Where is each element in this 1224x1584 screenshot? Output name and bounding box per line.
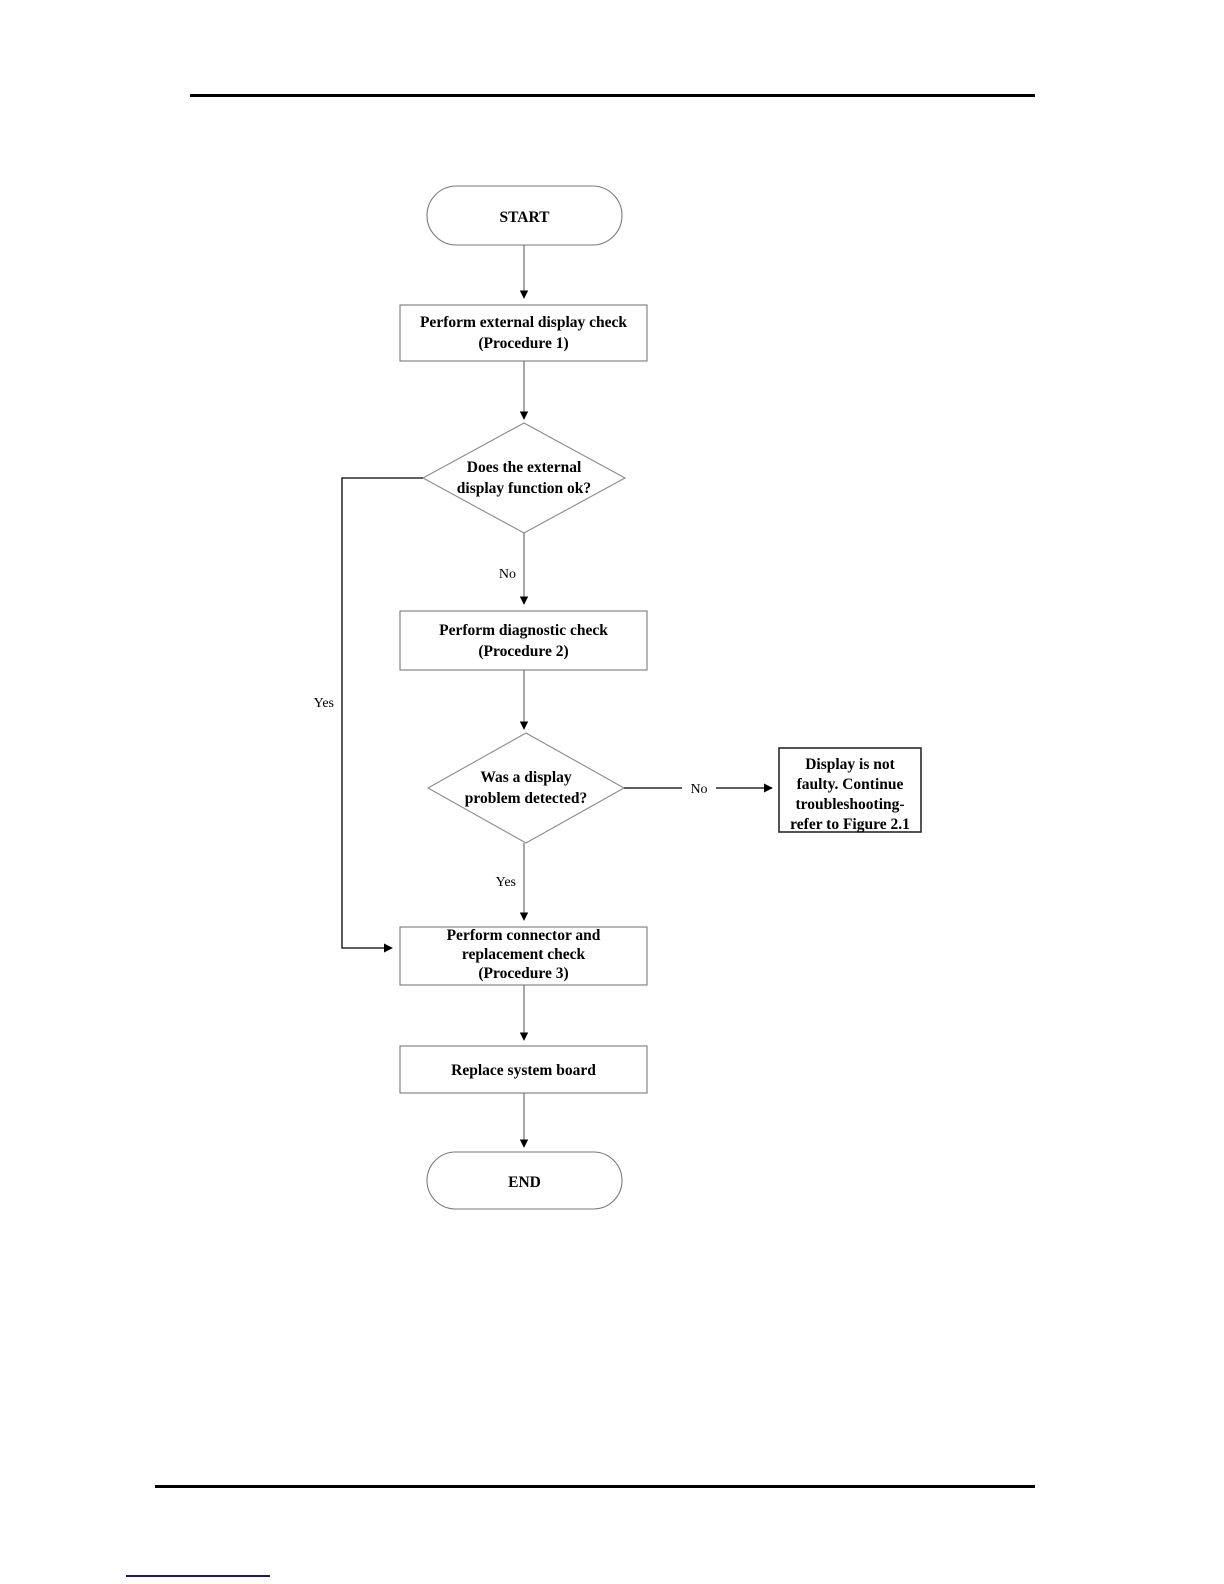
footer-mark xyxy=(126,1575,270,1577)
node-decision-external-line1: Does the external xyxy=(467,459,582,476)
node-decision-external-line2: display function ok? xyxy=(457,480,591,497)
node-diagnostic-check-line2: (Procedure 2) xyxy=(478,643,568,660)
edge-label-external-no: No xyxy=(499,567,516,582)
node-diagnostic-check-line1: Perform diagnostic check xyxy=(439,622,608,639)
node-connector-check: Perform connector and replacement check … xyxy=(399,926,648,986)
node-start-label: START xyxy=(500,209,551,226)
node-external-check: Perform external display check (Procedur… xyxy=(399,304,648,362)
node-end: END xyxy=(426,1151,623,1210)
header-rule xyxy=(190,94,1035,97)
node-replace-board: Replace system board xyxy=(399,1045,648,1094)
node-diagnostic-check: Perform diagnostic check (Procedure 2) xyxy=(399,610,648,671)
node-decision-problem: Was a display problem detected? xyxy=(426,732,626,844)
node-connector-check-line3: (Procedure 3) xyxy=(478,965,568,982)
node-not-faulty-line1: Display is not xyxy=(805,756,895,773)
node-decision-problem-line1: Was a display xyxy=(480,769,572,786)
edge-label-problem-yes: Yes xyxy=(496,875,516,890)
node-not-faulty-line2: faulty. Continue xyxy=(797,776,904,793)
node-connector-check-line2: replacement check xyxy=(462,946,586,963)
node-not-faulty-line3: troubleshooting- xyxy=(795,796,904,813)
edge-label-problem-no: No xyxy=(690,782,707,797)
node-connector-check-line1: Perform connector and xyxy=(447,927,601,944)
node-decision-external: Does the external display function ok? xyxy=(421,422,627,534)
node-end-label: END xyxy=(508,1174,541,1191)
node-not-faulty-line4: refer to Figure 2.1 xyxy=(790,816,910,833)
edge-decision-external-yes xyxy=(341,477,423,953)
node-not-faulty: Display is not faulty. Continue troubles… xyxy=(778,747,922,833)
node-decision-problem-line2: problem detected? xyxy=(465,790,587,807)
edge-label-external-yes: Yes xyxy=(314,696,334,711)
node-replace-board-label: Replace system board xyxy=(451,1062,596,1079)
node-external-check-line1: Perform external display check xyxy=(420,314,627,331)
node-start: START xyxy=(426,185,623,246)
footer-rule xyxy=(155,1485,1035,1488)
node-external-check-line2: (Procedure 1) xyxy=(478,335,568,352)
